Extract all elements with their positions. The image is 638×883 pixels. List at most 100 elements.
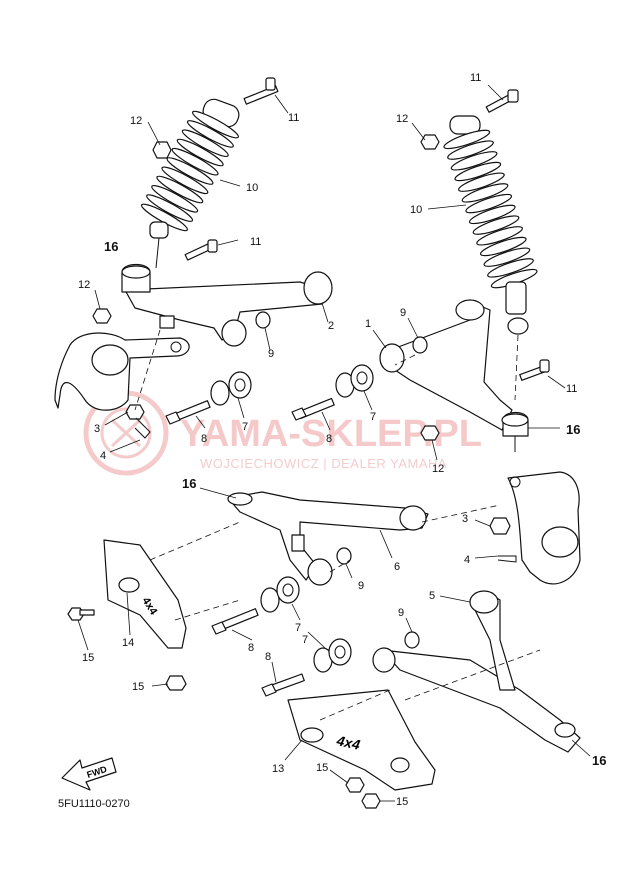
nut-12-left [92, 308, 112, 324]
callout-7: 7 [302, 634, 308, 646]
callout-2: 2 [328, 320, 334, 332]
knuckle-left [54, 332, 190, 439]
spring-coil [450, 151, 498, 171]
callout-5: 5 [429, 590, 435, 602]
callout-16: 16 [182, 476, 196, 491]
shock-absorber-left [140, 98, 240, 269]
callout-12: 12 [78, 279, 90, 291]
callout-12: 12 [130, 115, 142, 127]
bushing-7-lower-right [313, 638, 352, 673]
bolt-11-upper-right [485, 89, 519, 113]
callout-7: 7 [242, 421, 248, 433]
callout-7: 7 [295, 622, 301, 634]
bolt-8-left [165, 400, 211, 425]
watermark: YAMA-SKLEP.PL WOJCIECHOWICZ | DEALER YAM… [83, 390, 482, 476]
bolt-15-right-a [345, 777, 365, 793]
callout-8: 8 [201, 433, 207, 445]
spring-coil [461, 183, 509, 203]
nut-12-right [420, 425, 440, 441]
callout-6: 6 [394, 561, 400, 573]
callout-3: 3 [94, 423, 100, 435]
callout-numbers: 11 12 10 16 11 12 2 9 3 4 8 7 11 12 10 1… [78, 72, 606, 808]
spring-coil [476, 226, 523, 246]
bolt-15-left [67, 607, 95, 621]
upper-arm-right [379, 299, 529, 452]
spring-coil [156, 175, 204, 204]
bolt-8-lower-right [261, 673, 305, 697]
spring-coil [151, 184, 199, 213]
lower-arm-left [227, 491, 429, 586]
callout-9: 9 [268, 348, 274, 360]
lower-arm-right [372, 590, 581, 753]
spring-coil [483, 247, 531, 267]
callout-15: 15 [132, 681, 144, 693]
bolt-15-lower-left [165, 675, 187, 691]
callout-8: 8 [265, 651, 271, 663]
spring-coil [458, 172, 505, 192]
callout-11: 11 [288, 112, 299, 124]
callout-3: 3 [462, 513, 468, 525]
collar-9-lower-right [404, 631, 420, 649]
callout-13: 13 [272, 763, 284, 775]
callout-11: 11 [470, 72, 481, 84]
callout-10: 10 [246, 182, 258, 194]
callout-15: 15 [396, 796, 408, 808]
callout-14: 14 [122, 637, 134, 649]
spring-coil [487, 258, 534, 278]
fwd-arrow-icon: FWD [61, 757, 117, 791]
spring-coil [191, 110, 240, 139]
callout-4: 4 [100, 450, 106, 462]
bushing-7-right [335, 364, 374, 398]
leader-lines [77, 84, 591, 802]
guard-decal-text-right: 4x4 [334, 732, 361, 753]
collar-9-lower-left [336, 547, 352, 565]
callout-12: 12 [432, 463, 444, 475]
bolt-11-mid-right [519, 359, 550, 381]
diagram-code: 5FU1110-0270 [58, 798, 130, 810]
callout-9: 9 [398, 607, 404, 619]
guard-14: 4x4 [103, 539, 187, 649]
spring-coil [146, 194, 194, 222]
callout-16: 16 [592, 753, 606, 768]
spring-coil [171, 147, 219, 176]
bolt-8-lower-left [211, 608, 259, 635]
callout-15: 15 [82, 652, 94, 664]
callout-4: 4 [464, 554, 470, 566]
callout-16: 16 [104, 239, 118, 254]
spring-coil [161, 166, 209, 195]
spring-coil [176, 138, 224, 167]
callout-8: 8 [248, 642, 254, 654]
bushing-7-lower-left [260, 576, 300, 613]
bolt-8-right [291, 397, 335, 421]
spring-coil [181, 129, 229, 158]
spring-coil [479, 236, 527, 257]
guard-13: 4x4 [287, 689, 436, 791]
bolt-11-upper-left [243, 77, 279, 105]
collar-9-right [412, 336, 428, 354]
spring-coil [472, 215, 520, 235]
callout-1: 1 [365, 318, 371, 330]
callout-11: 11 [566, 383, 577, 395]
shock-absorber-right [443, 115, 538, 335]
spring-coil [447, 140, 494, 160]
callout-10: 10 [410, 204, 422, 216]
spring-coil [443, 129, 491, 150]
assembly-lines [134, 329, 541, 721]
nut-12-upper-left [152, 141, 172, 159]
bolt-15-right-b [361, 793, 381, 809]
collar-9-left [255, 311, 271, 329]
watermark-subtitle: WOJCIECHOWICZ | DEALER YAMAHA [200, 456, 447, 471]
callout-16: 16 [566, 422, 580, 437]
spring-coil [465, 193, 513, 214]
upper-arm-left [121, 263, 333, 347]
knuckle-right [489, 471, 581, 585]
nut-12-upper-right [420, 134, 440, 150]
bushing-7-left [210, 371, 252, 406]
callout-11: 11 [250, 236, 261, 248]
spring-coil [454, 161, 502, 182]
callout-7: 7 [370, 411, 376, 423]
callout-12: 12 [396, 113, 408, 125]
callout-8: 8 [326, 433, 332, 445]
bolt-11-mid-left [184, 239, 218, 261]
